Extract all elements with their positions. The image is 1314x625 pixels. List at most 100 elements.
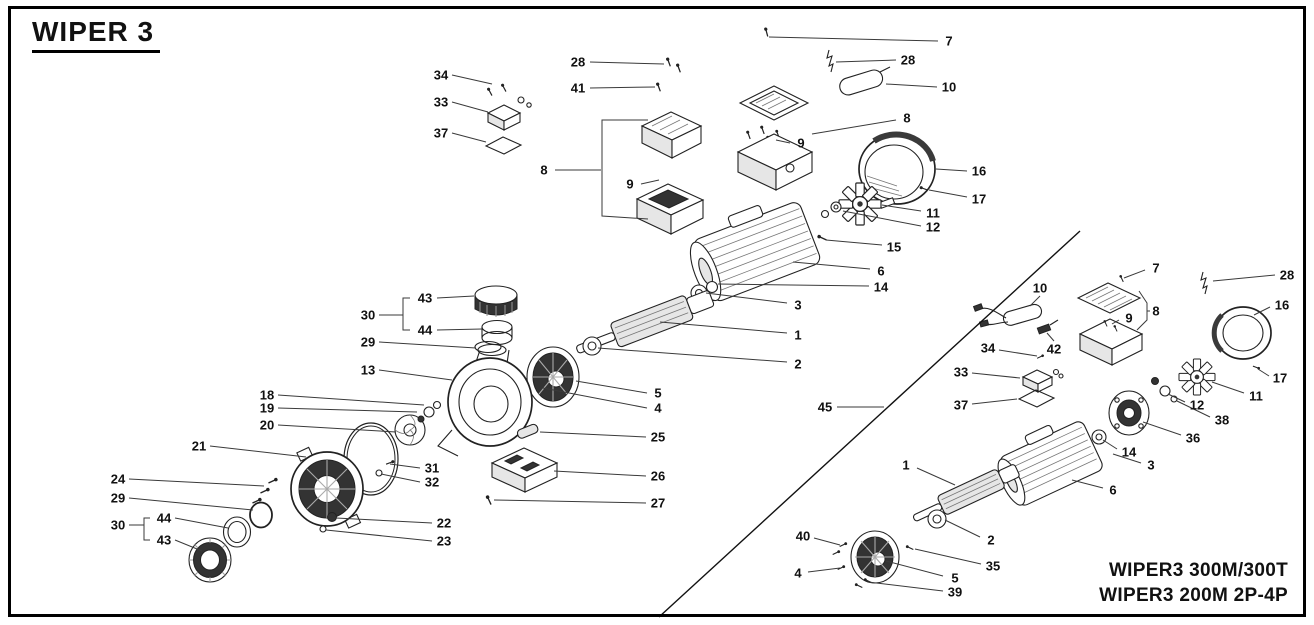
callout-main-31-31: 31 xyxy=(424,460,440,476)
callout-main-9-21: 9 xyxy=(626,176,634,192)
inset-fan-cover xyxy=(1211,306,1272,360)
callout-main-5-40: 5 xyxy=(654,385,662,401)
model-line-1: WIPER3 300M/300T xyxy=(1108,559,1288,581)
callout-main-37-2: 37 xyxy=(433,125,449,141)
callout-inset-4-22: 4 xyxy=(794,565,802,581)
callout-main-8-20: 8 xyxy=(540,162,548,178)
callout-main-29-34: 29 xyxy=(110,490,126,506)
inset-gasket xyxy=(1017,389,1056,408)
callout-main-44-24: 44 xyxy=(417,322,433,338)
callout-main-16-10: 16 xyxy=(971,163,987,179)
bearing-rear-main xyxy=(582,336,602,356)
callout-main-13-26: 13 xyxy=(360,362,376,378)
callout-inset-12-11: 12 xyxy=(1189,397,1205,413)
callout-inset-9-5: 9 xyxy=(1125,310,1133,326)
inlet-collar xyxy=(222,516,252,548)
callout-main-28-3: 28 xyxy=(570,54,586,70)
inset-flange xyxy=(1108,390,1150,436)
union-oring xyxy=(474,340,502,354)
front-housing-main xyxy=(290,446,364,529)
callout-main-24-33: 24 xyxy=(110,471,126,487)
callout-main-34-0: 34 xyxy=(433,67,449,83)
callout-main-11-12: 11 xyxy=(926,205,940,221)
callout-inset-28-2: 28 xyxy=(1279,267,1295,283)
gasket-small xyxy=(516,423,539,439)
callout-main-19-28: 19 xyxy=(259,400,275,416)
inset-cover-small xyxy=(1021,368,1064,393)
callout-main-21-30: 21 xyxy=(191,438,207,454)
inset-electrode xyxy=(1200,271,1208,295)
callout-main-15-14: 15 xyxy=(886,239,902,255)
callout-inset-36-14: 36 xyxy=(1185,430,1201,446)
callout-main-29-25: 29 xyxy=(360,334,376,350)
inlet-oring xyxy=(249,501,273,529)
callout-inset-33-10: 33 xyxy=(953,364,969,380)
callout-main-43-37: 43 xyxy=(156,532,172,548)
capacitor-main xyxy=(839,66,891,96)
inset-rotor xyxy=(912,464,1020,522)
callout-inset-2-19: 2 xyxy=(987,532,995,548)
callout-inset-39-24: 39 xyxy=(947,584,963,600)
callout-main-23-39: 23 xyxy=(436,533,452,549)
callout-inset-3-16: 3 xyxy=(1147,457,1155,473)
callout-inset-40-21: 40 xyxy=(795,528,811,544)
callout-main-27-44: 27 xyxy=(650,495,666,511)
callout-main-43-22: 43 xyxy=(417,290,433,306)
callout-main-18-27: 18 xyxy=(259,387,275,403)
callout-main-32-32: 32 xyxy=(424,474,440,490)
callout-main-10-7: 10 xyxy=(941,79,957,95)
inset-cover-plate xyxy=(1076,282,1142,314)
callout-main-20-29: 20 xyxy=(259,417,275,433)
callout-inset-38-12: 38 xyxy=(1214,412,1230,428)
terminal-box-upper xyxy=(640,111,703,159)
terminal-box-lower xyxy=(635,183,705,235)
callout-inset-7-1: 7 xyxy=(1152,260,1160,276)
terminal-box-main xyxy=(736,124,814,191)
callout-main-41-4: 41 xyxy=(570,80,586,96)
callout-inset-14-15: 14 xyxy=(1121,444,1137,460)
callout-inset-8-4: 8 xyxy=(1152,303,1160,319)
callout-main-4-41: 4 xyxy=(654,400,662,416)
callout-inset-34-7: 34 xyxy=(980,340,996,356)
callout-main-3-17: 3 xyxy=(794,297,802,313)
callout-main-25-42: 25 xyxy=(650,429,666,445)
fan-cover-main xyxy=(858,131,936,209)
terminal-cover-small xyxy=(484,82,532,155)
inset-bearing-front xyxy=(1091,429,1107,445)
callout-inset-6-17: 6 xyxy=(1109,482,1117,498)
terminal-cover-main xyxy=(738,85,810,121)
model-line-2: WIPER3 200M 2P-4P xyxy=(1099,585,1288,607)
callout-main-30-35: 30 xyxy=(110,517,126,533)
impeller-main xyxy=(394,414,426,446)
callout-main-8-8: 8 xyxy=(903,110,911,126)
callout-main-9-9: 9 xyxy=(797,135,805,151)
inset-cable xyxy=(1036,319,1059,335)
drain-plug xyxy=(327,512,337,522)
callout-main-14-16: 14 xyxy=(873,279,889,295)
union-nut xyxy=(474,285,518,317)
callout-main-26-43: 26 xyxy=(650,468,666,484)
callout-main-17-11: 17 xyxy=(971,191,987,207)
callout-inset-11-9: 11 xyxy=(1249,388,1263,404)
union-collar xyxy=(481,319,513,346)
callout-main-45-45: 45 xyxy=(817,399,833,415)
callout-main-1-18: 1 xyxy=(794,327,802,343)
callout-main-12-13: 12 xyxy=(925,219,941,235)
callout-inset-35-20: 35 xyxy=(985,558,1001,574)
callout-main-22-38: 22 xyxy=(436,515,452,531)
page-title: WIPER 3 xyxy=(32,16,161,53)
callout-inset-37-13: 37 xyxy=(953,397,969,413)
inset-capacitor xyxy=(972,303,1043,328)
callout-main-28-6: 28 xyxy=(900,52,916,68)
electrode-main xyxy=(826,49,834,73)
callout-inset-5-23: 5 xyxy=(951,570,959,586)
part-drawings xyxy=(188,26,1272,590)
callout-main-33-1: 33 xyxy=(433,94,449,110)
callout-inset-42-6: 42 xyxy=(1046,341,1062,357)
callout-inset-17-8: 17 xyxy=(1272,370,1288,386)
inset-bearing-rear xyxy=(927,509,947,529)
leader-lines-layer xyxy=(128,36,1276,618)
